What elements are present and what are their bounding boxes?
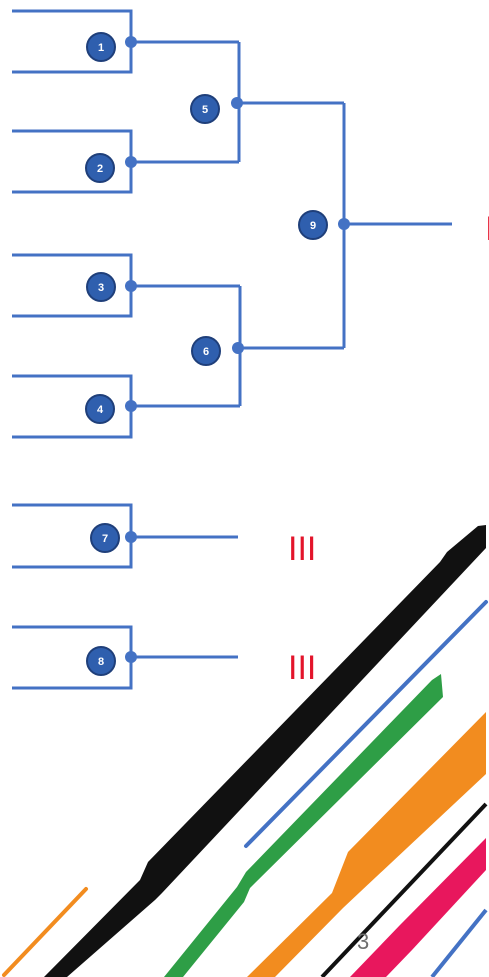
dot-2 bbox=[125, 156, 137, 168]
dot-3 bbox=[125, 280, 137, 292]
match-badge-label: 5 bbox=[202, 104, 208, 116]
match-badge-label: 1 bbox=[98, 42, 104, 54]
decorative-stripes bbox=[2, 525, 488, 977]
match-badge-7: 7 bbox=[90, 523, 120, 553]
match-badge-label: 8 bbox=[98, 656, 104, 668]
match-8-lines bbox=[12, 625, 238, 690]
match-badge-1: 1 bbox=[86, 32, 116, 62]
dot-9 bbox=[338, 218, 350, 230]
black-thin-stripe bbox=[320, 802, 488, 977]
orange-stripe bbox=[247, 712, 486, 977]
match-badge-5: 5 bbox=[190, 94, 220, 124]
match-8-placement-label: III bbox=[288, 649, 316, 687]
match-badge-3: 3 bbox=[86, 272, 116, 302]
match-badge-6: 6 bbox=[191, 336, 221, 366]
dot-5 bbox=[231, 97, 243, 109]
orange-thin-stripe bbox=[2, 887, 88, 977]
match-badge-label: 6 bbox=[203, 346, 209, 358]
match-badge-label: 7 bbox=[102, 533, 108, 545]
page-number: 3 bbox=[357, 929, 369, 954]
match-badge-8: 8 bbox=[86, 646, 116, 676]
junction-dots bbox=[125, 36, 350, 663]
match-badge-label: 2 bbox=[97, 163, 103, 175]
match-badge-label: 4 bbox=[97, 404, 104, 416]
match-badge-4: 4 bbox=[85, 394, 115, 424]
match-6-lines bbox=[238, 286, 344, 406]
final-placement-label: I bbox=[485, 210, 489, 248]
match-badge-9: 9 bbox=[298, 210, 328, 240]
match-badges: 1 2 3 4 5 6 9 7 bbox=[85, 32, 328, 676]
dot-1 bbox=[125, 36, 137, 48]
match-badge-2: 2 bbox=[85, 153, 115, 183]
black-stripe bbox=[44, 525, 486, 977]
pink-stripe bbox=[350, 838, 486, 977]
bracket-lines bbox=[12, 9, 452, 690]
match-7-lines bbox=[12, 503, 238, 569]
blue-short-stripe bbox=[430, 908, 488, 977]
match-5-lines bbox=[237, 42, 344, 162]
dot-7 bbox=[125, 531, 137, 543]
dot-4 bbox=[125, 400, 137, 412]
match-7-placement-label: III bbox=[288, 530, 316, 568]
match-badge-label: 9 bbox=[310, 220, 316, 232]
dot-6 bbox=[232, 342, 244, 354]
match-badge-label: 3 bbox=[98, 282, 104, 294]
match-9-lines bbox=[342, 103, 452, 348]
blue-stripe bbox=[244, 600, 488, 848]
dot-8 bbox=[125, 651, 137, 663]
green-stripe bbox=[164, 674, 443, 977]
